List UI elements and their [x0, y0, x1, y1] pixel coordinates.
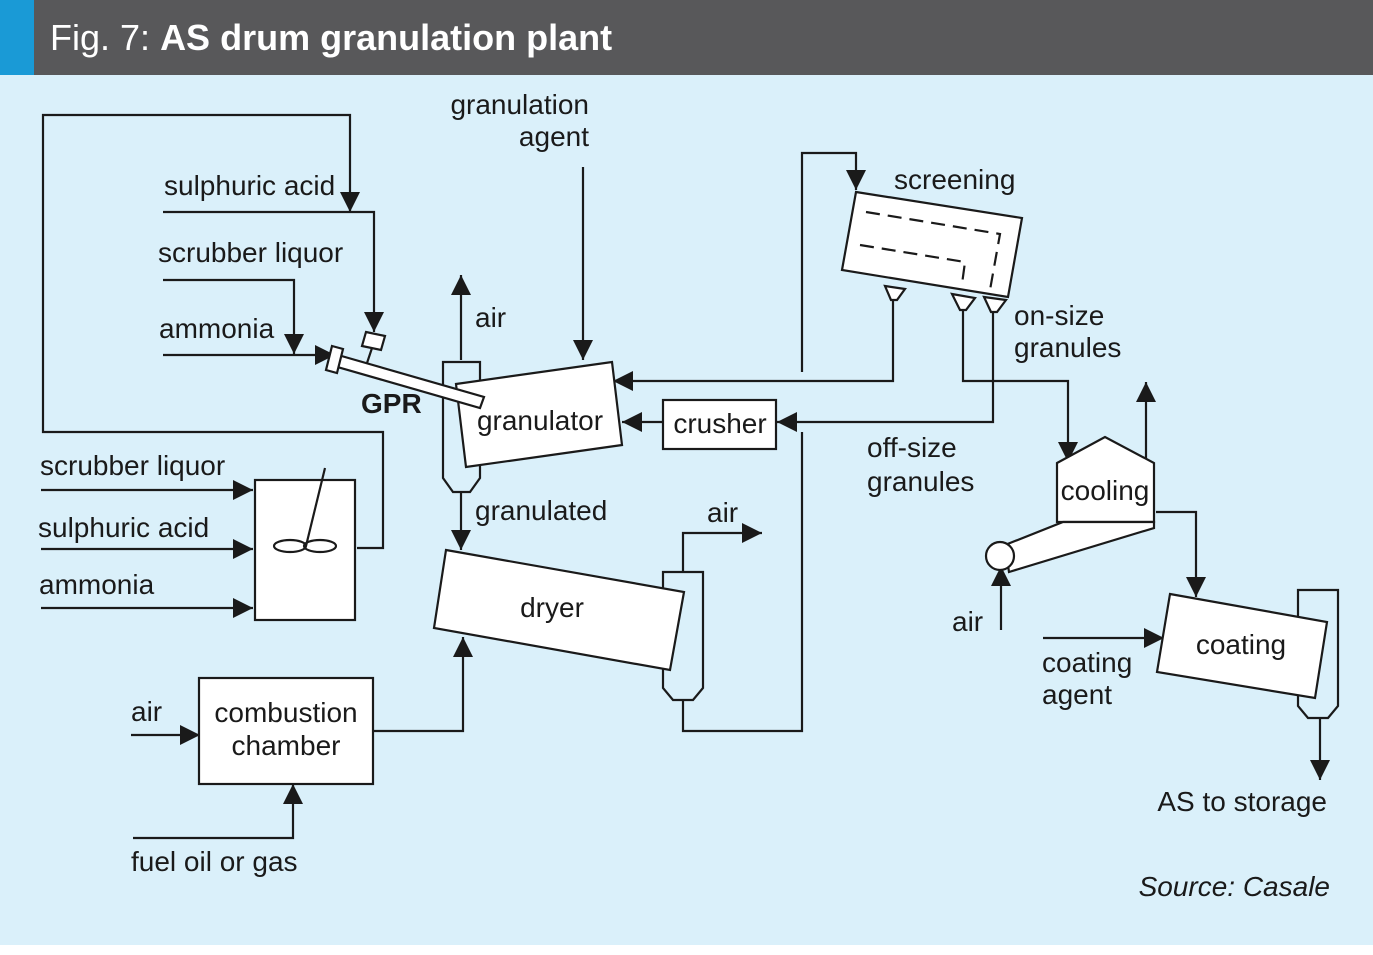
label-coating: coating [1196, 629, 1286, 660]
screen-outlets-icon [883, 284, 1009, 314]
label-air-dryer: air [707, 497, 738, 528]
label-ammonia-bottom: ammonia [39, 569, 155, 600]
off-size-line [777, 310, 995, 432]
label-screening: screening [894, 164, 1015, 195]
label-crusher: crusher [673, 408, 766, 439]
label-air-cooling: air [952, 606, 983, 637]
label-combustion-2: chamber [232, 730, 341, 761]
label-fuel: fuel oil or gas [131, 846, 298, 877]
label-scrubber-liquor-bottom: scrubber liquor [40, 450, 225, 481]
label-air-combustion: air [131, 696, 162, 727]
label-on-size-2: granules [1014, 332, 1121, 363]
scrubber-liquor-feed-line [163, 278, 304, 354]
screen-decks-icon [859, 210, 1002, 291]
agitator-icon [272, 467, 338, 554]
screen-body-icon [840, 190, 1024, 299]
figure-title: Fig. 7: AS drum granulation plant [50, 16, 612, 60]
screen-return-line [613, 300, 895, 391]
elevator-line-upper [800, 151, 866, 372]
cooler-to-coating-line [1156, 510, 1206, 597]
label-source: Source: Casale [1139, 871, 1330, 902]
label-ammonia-top: ammonia [159, 313, 275, 344]
label-granulated: granulated [475, 495, 607, 526]
equipment [197, 190, 1340, 786]
granulator-drum-icon [454, 360, 624, 469]
on-size-line [961, 310, 1078, 462]
crusher-box-icon [661, 398, 778, 451]
mixing-tank-icon [253, 478, 357, 622]
label-on-size-1: on-size [1014, 300, 1104, 331]
label-scrubber-liquor-top: scrubber liquor [158, 237, 343, 268]
label-granulator: granulator [477, 405, 603, 436]
elevator-line [681, 432, 804, 733]
label-storage: AS to storage [1157, 786, 1327, 817]
diagram-labels: granulation agent sulphuric acid scrubbe… [38, 89, 1330, 902]
gpr-reactor-icon [324, 330, 486, 410]
label-granulation-agent-2: agent [519, 121, 589, 152]
label-off-size-2: granules [867, 466, 974, 497]
combustion-chamber-icon [197, 676, 375, 786]
fuel-line [133, 784, 303, 840]
label-off-size-1: off-size [867, 432, 957, 463]
label-cooling: cooling [1061, 475, 1150, 506]
label-coating-agent-1: coating [1042, 647, 1132, 678]
figure-title-text: AS drum granulation plant [160, 17, 613, 58]
sulphuric-acid-feed-line [163, 210, 384, 332]
coating-drum-icon [1155, 592, 1329, 700]
cooler-hood-icon [1055, 435, 1156, 524]
recycle-line [41, 113, 385, 550]
cooler-fan-icon [984, 540, 1016, 572]
dryer-drum-icon [432, 548, 686, 672]
label-air-granulator: air [475, 302, 506, 333]
label-sulphuric-acid-top: sulphuric acid [164, 170, 335, 201]
label-coating-agent-2: agent [1042, 679, 1112, 710]
header-accent-bar [0, 0, 34, 75]
dryer-air-line [681, 523, 762, 572]
figure-header: Fig. 7: AS drum granulation plant [0, 0, 1373, 75]
figure-number: Fig. 7: [50, 17, 151, 58]
label-dryer: dryer [520, 592, 584, 623]
flow-lines [41, 113, 1330, 840]
cooler-drum-icon [1003, 520, 1156, 574]
label-gpr: GPR [361, 388, 422, 419]
label-granulation-agent-1: granulation [450, 89, 589, 120]
label-sulphuric-acid-bottom: sulphuric acid [38, 512, 209, 543]
hot-gas-line [373, 637, 473, 733]
label-combustion-1: combustion [214, 697, 357, 728]
